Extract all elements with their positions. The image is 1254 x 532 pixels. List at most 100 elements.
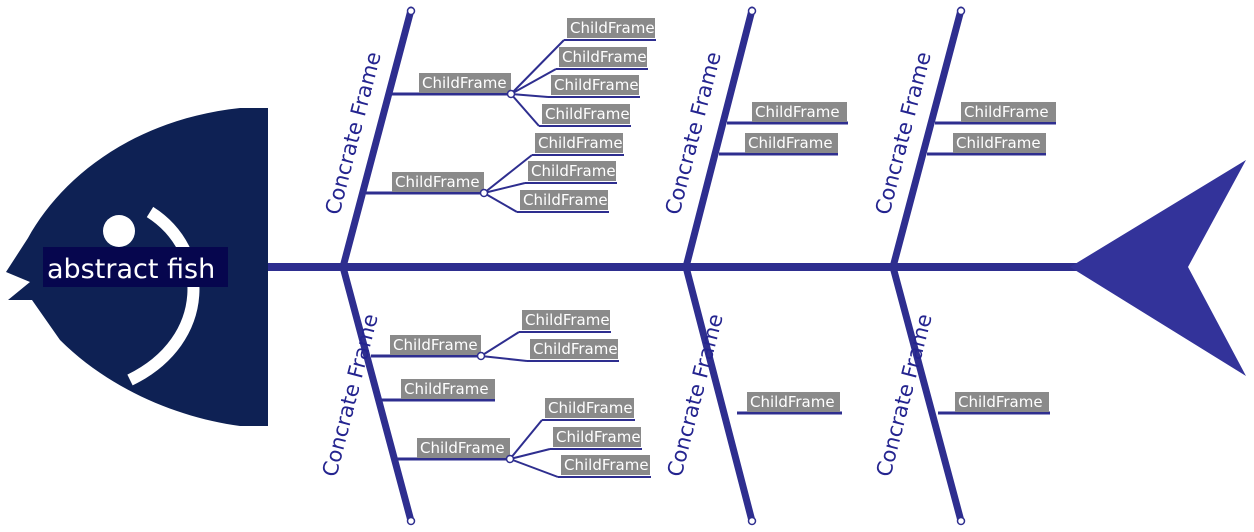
bone-lines (339, 6, 965, 525)
bone-1-cause-1-label-box (419, 73, 511, 93)
head-label: abstract fish (47, 254, 215, 285)
bone-6-end (956, 516, 966, 526)
bone-1-cause-1-sub-2-label: ChildFrame (559, 47, 647, 67)
bone-3-label: Concrate Frame (661, 49, 726, 217)
spine (268, 263, 1078, 271)
bone-2-cause-3-sub-3-connector (509, 458, 559, 478)
bone-1-cause-1-sub-4-connector (510, 93, 540, 127)
bone-3-cause-2-label-box (745, 133, 838, 153)
bone-4-cause-1-label: ChildFrame (747, 392, 840, 412)
bone-1-cause-2-label-text: ChildFrame (395, 173, 480, 191)
bone-end-dots (406, 6, 966, 526)
bone-4-end (747, 516, 757, 526)
bone-2-cause-1-label: ChildFrame (390, 335, 481, 355)
fish-eye (103, 215, 135, 247)
bone-1-cause-2-sub-3-connector (483, 192, 518, 213)
bone-1-cause-2-sub-2-label: ChildFrame (528, 161, 616, 181)
bone-1-cause-1-sub-4-label-box (542, 104, 630, 124)
bone-3-cause-1-label-text: ChildFrame (755, 103, 840, 121)
bone-2-cause-3-sub-2-connector (509, 448, 551, 460)
bone-2-cause-3-sub-1-label-text: ChildFrame (548, 399, 633, 417)
bone-4-cause-1-label-text: ChildFrame (750, 393, 835, 411)
bone-5-line (889, 6, 965, 271)
bone-2-label: Concrate Frame (318, 311, 383, 479)
bone-1-line (339, 6, 415, 271)
head-label-box (43, 247, 228, 287)
bone-2-cause-3-sub-3-label-box (561, 455, 650, 475)
bone-2-cause-1-sub-2-label-box (530, 339, 618, 359)
bone-1-cause-1-sub-3-label-box (551, 75, 639, 95)
bone-2-cause-3-node (505, 454, 515, 464)
bone-6-cause-1-label-text: ChildFrame (958, 393, 1043, 411)
bone-1-cause-1-sub-3-connector (510, 93, 549, 98)
bone-3-cause-2-label-text: ChildFrame (748, 134, 833, 152)
bone-2-end (406, 516, 416, 526)
bone-3-cause-1-label-box (752, 102, 847, 122)
branches: ChildFrameChildFrameChildFrameChildFrame… (366, 18, 1056, 478)
bone-1-cause-2-label-box (392, 172, 484, 192)
bone-2-cause-1-label-text: ChildFrame (393, 336, 478, 354)
bone-1-cause-2-sub-1-label-box (535, 133, 623, 153)
bone-2-cause-1-node (476, 351, 486, 361)
bone-6-cause-1-label-box (955, 392, 1049, 412)
bone-1-cause-1-sub-2-label-text: ChildFrame (562, 48, 647, 66)
bone-2-cause-3-label-box (417, 438, 510, 458)
bone-2-cause-3-sub-1-label: ChildFrame (545, 398, 634, 418)
fish-gill (127, 206, 200, 386)
bone-2-cause-2-label-box (401, 379, 495, 399)
bone-3-cause-1-label: ChildFrame (752, 102, 847, 122)
bone-2-cause-2-label: ChildFrame (401, 379, 495, 399)
bone-2-cause-3-sub-2-label: ChildFrame (553, 427, 641, 447)
bone-1-cause-1-sub-1-label-text: ChildFrame (570, 19, 655, 37)
bone-1-cause-1-sub-3-label: ChildFrame (551, 75, 639, 95)
bone-2-cause-2-label-text: ChildFrame (404, 380, 489, 398)
bone-5-cause-1-label: ChildFrame (961, 102, 1056, 122)
bone-1-cause-2-sub-1-connector (483, 154, 533, 194)
bone-5-cause-2-label-text: ChildFrame (956, 134, 1041, 152)
bone-2-cause-1-sub-2-label: ChildFrame (530, 339, 618, 359)
bone-2-cause-3-sub-2-label-text: ChildFrame (556, 428, 641, 446)
bone-1-cause-1-sub-1-connector (510, 39, 565, 95)
bone-2-line (339, 263, 415, 525)
bone-2-cause-3-label-text: ChildFrame (420, 439, 505, 457)
bone-1-cause-2-sub-3-label-text: ChildFrame (523, 191, 608, 209)
bone-5-end (956, 6, 966, 16)
bone-2-cause-3-sub-1-connector (509, 419, 543, 460)
bone-6-line (889, 263, 965, 525)
fish-tail (1070, 160, 1246, 376)
bone-2-cause-3-label: ChildFrame (417, 438, 510, 458)
bone-1-end (406, 6, 416, 16)
bone-2-cause-1-sub-1-connector (480, 331, 520, 357)
bone-1-cause-2-sub-2-label-box (528, 161, 616, 181)
bone-2-cause-1-sub-1-label: ChildFrame (522, 310, 610, 330)
bone-2-cause-3-sub-3-label-text: ChildFrame (564, 456, 649, 474)
bone-5-cause-1-label-box (961, 102, 1056, 122)
bone-1-cause-1-sub-2-label-box (559, 47, 647, 67)
bone-1-cause-1-node (506, 89, 516, 99)
bone-1-cause-2-node (479, 188, 489, 198)
bone-1-cause-2-sub-2-label-text: ChildFrame (531, 162, 616, 180)
bone-5-cause-1-label-text: ChildFrame (964, 103, 1049, 121)
bone-1-cause-2-sub-2-connector (483, 182, 526, 194)
bone-5-cause-2-label-box (953, 133, 1046, 153)
bone-2-cause-1-sub-2-label-text: ChildFrame (533, 340, 618, 358)
bone-1-cause-1-sub-4-label-text: ChildFrame (545, 105, 630, 123)
bone-1-cause-2-sub-3-label-box (520, 190, 608, 210)
bone-1-cause-1-sub-4-label: ChildFrame (542, 104, 630, 124)
bone-1-cause-1-sub-1-label-box (567, 18, 655, 38)
bone-6-cause-1-label: ChildFrame (955, 392, 1049, 412)
bone-2-cause-1-label-box (390, 335, 481, 355)
bone-1-cause-1-sub-1-label: ChildFrame (567, 18, 655, 38)
bone-2-cause-1-sub-1-label-text: ChildFrame (525, 311, 610, 329)
bone-2-cause-3-sub-2-label-box (553, 427, 641, 447)
bone-4-cause-1-label-box (747, 392, 840, 412)
bone-1-cause-1-sub-3-label-text: ChildFrame (554, 76, 639, 94)
bone-1-cause-1-sub-2-connector (510, 68, 557, 95)
bone-1-cause-1-label-text: ChildFrame (422, 74, 507, 92)
bone-2-cause-3-sub-3-label: ChildFrame (561, 455, 650, 475)
bone-3-end (747, 6, 757, 16)
bone-1-cause-2-sub-1-label-text: ChildFrame (538, 134, 623, 152)
bone-3-cause-2-label: ChildFrame (745, 133, 838, 153)
bone-1-cause-2-sub-3-label: ChildFrame (520, 190, 608, 210)
